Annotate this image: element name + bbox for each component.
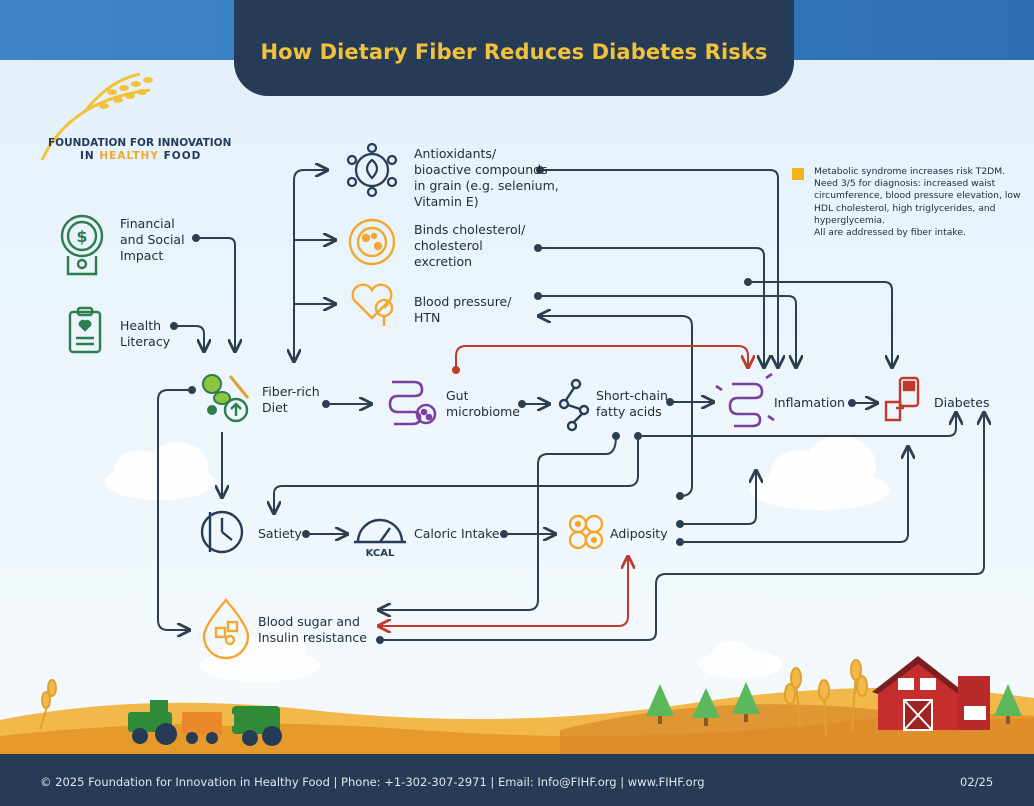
connector-scfa-satiety: [274, 432, 642, 512]
note-text: Metabolic syndrome increases risk T2DM. …: [814, 166, 1021, 239]
molecule-chain-icon: [558, 378, 590, 432]
connector-bp-inflammation: [534, 292, 796, 366]
connector-bloodsugar-diabetes: [376, 414, 984, 644]
tree-icons: [646, 682, 1022, 726]
title-box: [234, 0, 794, 96]
label-adiposity: Adiposity: [610, 526, 668, 541]
label-literacy-text: Health Literacy: [120, 318, 171, 349]
kcal-gauge-icon: [354, 518, 406, 544]
fat-cells-icon: [568, 514, 604, 550]
cloud-icon: [750, 436, 890, 510]
connector-cholesterol-inflammation: [534, 244, 764, 366]
metabolic-syndrome-note: Metabolic syndrome increases risk T2DM. …: [814, 166, 1024, 239]
blood-sugar-drop-icon: [202, 598, 250, 660]
label-satiety: Satiety: [258, 526, 302, 541]
label-fiber-diet: Fiber-rich Diet: [262, 384, 320, 416]
connector-adiposity-bloodsugar-red: [380, 558, 628, 626]
label-gut-text: Gut microbiome: [446, 388, 520, 419]
page-title: How Dietary Fiber Reduces Diabetes Risks: [260, 40, 768, 64]
label-blood-sugar: Blood sugar and Insulin resistance: [258, 614, 367, 646]
label-literacy: Health Literacy: [120, 318, 170, 350]
cloud-icon: [698, 641, 782, 678]
label-diabetes: Diabetes: [934, 395, 990, 410]
label-financial-text: Financial and Social Impact: [120, 216, 185, 263]
note-marker: [792, 168, 804, 180]
wheat-decoration-icons: [39, 659, 868, 737]
connector-adiposity-bp: [540, 316, 693, 500]
label-cholesterol: Binds cholesterol/ cholesterol excretion: [414, 222, 525, 270]
connector-scfa-diabetes: [638, 414, 956, 437]
clipboard-health-icon: [68, 306, 102, 354]
connector-gut-inflammation-red: [452, 345, 748, 374]
connector-satiety-caloric: [302, 531, 346, 537]
label-cholesterol-text: Binds cholesterol/ cholesterol excretion: [414, 222, 526, 269]
cloud-icon: [105, 442, 215, 500]
inflamed-intestine-icon: [715, 372, 775, 428]
label-antioxidants-text: Antioxidants/ bioactive compounds in gra…: [414, 146, 559, 209]
logo-text-line2: IN HEALTHY FOOD: [80, 150, 202, 162]
connector-adiposity-inflammation: [676, 472, 756, 528]
svg-text:$: $: [76, 227, 87, 246]
fiber-food-icon: [202, 374, 250, 423]
intestine-icon: [388, 380, 437, 426]
heart-gauge-icon: [351, 283, 394, 326]
footer-bar: [0, 754, 1034, 806]
connector-scfa-bloodsugar: [380, 432, 620, 610]
connector-fiber-branches: [294, 170, 334, 360]
connector-financial-fiber: [192, 234, 235, 350]
label-bloodsugar-text: Blood sugar and Insulin resistance: [258, 614, 367, 645]
label-fiber-text: Fiber-rich Diet: [262, 384, 320, 415]
label-scfa-text: Short-chain fatty acids: [596, 388, 668, 419]
tractor-icon: [128, 700, 282, 746]
label-antioxidants: Antioxidants/ bioactive compounds in gra…: [414, 146, 559, 210]
money-hand-icon: $: [60, 214, 104, 276]
connector-cholesterol-diabetes: [744, 278, 892, 366]
connector-fiber-bloodsugar: [157, 386, 196, 630]
connector-scfa-inflammation: [666, 399, 712, 405]
kcal-text: KCAL: [366, 548, 395, 559]
label-financial: Financial and Social Impact: [120, 216, 185, 264]
molecule-leaf-icon: [346, 142, 398, 198]
label-bp-text: Blood pressure/ HTN: [414, 294, 512, 325]
page-number: 02/25: [960, 775, 994, 789]
glucometer-hand-icon: [884, 376, 920, 422]
connector-antioxidants-inflammation: [536, 166, 778, 366]
connector-gut-scfa: [518, 401, 548, 407]
connector-caloric-adiposity: [500, 531, 554, 537]
logo-text-line1: FOUNDATION FOR INNOVATION: [48, 137, 232, 149]
connector-adiposity-diabetes: [676, 448, 908, 546]
label-caloric-intake: Caloric Intake: [414, 526, 500, 541]
label-gut-microbiome: Gut microbiome: [446, 388, 520, 420]
cholesterol-cell-icon: [348, 218, 396, 266]
label-inflammation: Inflamation: [774, 395, 845, 410]
label-scfa: Short-chain fatty acids: [596, 388, 668, 420]
connector-fiber-gut: [322, 401, 370, 407]
footer-text: © 2025 Foundation for Innovation in Heal…: [40, 775, 705, 789]
barn-icon: [872, 656, 990, 731]
logo-wheat-icon: [40, 72, 153, 161]
connector-inflammation-diabetes: [848, 400, 876, 406]
label-blood-pressure: Blood pressure/ HTN: [414, 294, 511, 326]
fork-knife-clock-icon: [200, 510, 244, 554]
connector-literacy-fiber: [170, 322, 204, 350]
